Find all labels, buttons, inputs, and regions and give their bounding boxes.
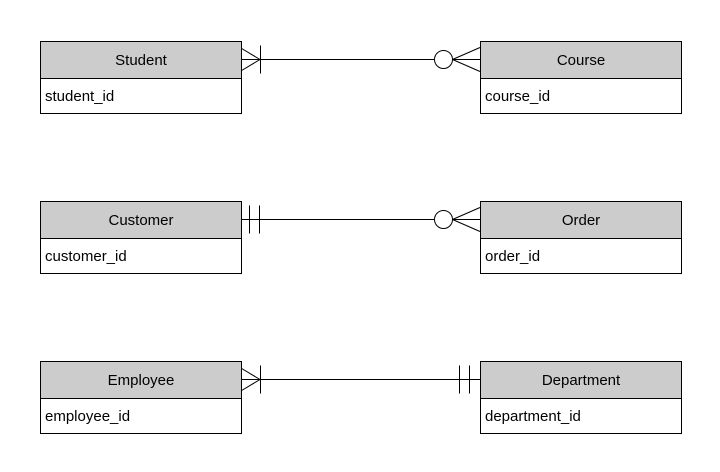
crow-foot-prongs	[239, 367, 261, 392]
exactly-one-icon	[459, 365, 470, 394]
entity-customer-attribute: customer_id	[45, 247, 127, 265]
entity-department-attribute: department_id	[485, 407, 581, 425]
crow-foot-prongs	[452, 207, 481, 232]
entity-order-title: Order	[481, 202, 681, 239]
entity-employee-title: Employee	[41, 362, 241, 399]
connector-student-course	[239, 45, 481, 74]
crow-foot-one-or-many-icon	[239, 365, 261, 394]
crow-foot-prongs	[239, 47, 261, 72]
crow-foot-one-or-many-icon	[239, 45, 261, 74]
entity-department: Department department_id	[480, 361, 682, 434]
entity-customer: Customer customer_id	[40, 201, 242, 274]
entity-course: Course course_id	[480, 41, 682, 114]
entity-customer-title: Customer	[41, 202, 241, 239]
entity-student-title: Student	[41, 42, 241, 79]
zero-circle	[434, 50, 453, 69]
zero-circle	[434, 210, 453, 229]
entity-order-attribute: order_id	[485, 247, 541, 265]
connector-employee-department	[239, 365, 480, 394]
crow-foot-prongs	[452, 47, 481, 72]
entity-employee-attribute: employee_id	[45, 407, 131, 425]
entity-order: Order order_id	[480, 201, 682, 274]
entity-student: Student student_id	[40, 41, 242, 114]
connector-customer-order	[240, 205, 481, 234]
entity-course-title: Course	[481, 42, 681, 79]
entity-employee: Employee employee_id	[40, 361, 242, 434]
entity-department-title: Department	[481, 362, 681, 399]
zero-or-many-icon	[434, 47, 481, 72]
entity-student-attribute: student_id	[45, 87, 115, 105]
exactly-one-icon	[249, 205, 260, 234]
zero-or-many-icon	[434, 207, 481, 232]
entity-course-attribute: course_id	[485, 87, 551, 105]
